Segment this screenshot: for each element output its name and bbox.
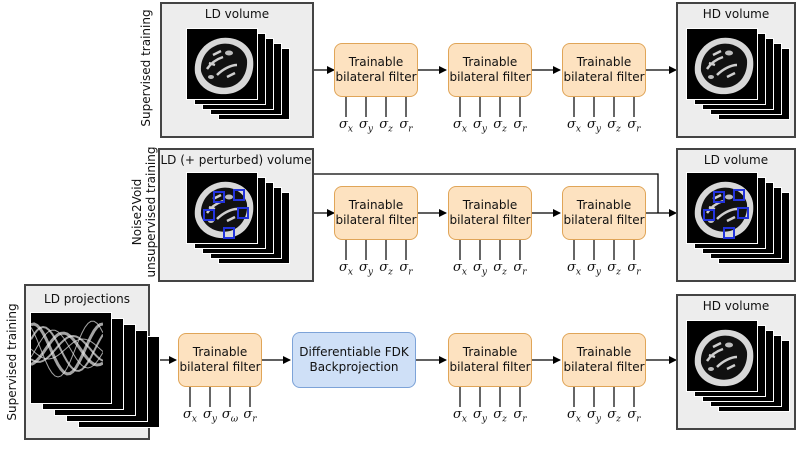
row3-filter-projection: Trainable bilateral filter <box>178 333 262 387</box>
param-label-sigma-x: σx <box>453 117 467 135</box>
param-label-sigma-x: σx <box>339 260 353 278</box>
fdk-backprojection-box: Differentiable FDK Backprojection <box>292 332 416 388</box>
param-label-sigma-y: σy <box>203 407 217 425</box>
param-label-sigma-z: σz <box>379 117 393 135</box>
param-label-sigma-y: σy <box>587 260 601 278</box>
param-label-sigma-z: σz <box>379 260 393 278</box>
param-label-sigma-y: σy <box>359 260 373 278</box>
param-label-sigma-r: σr <box>399 260 413 278</box>
ct-slice-image <box>686 320 758 392</box>
row1-label: Supervised training <box>139 9 153 127</box>
row1-filter-3: Trainable bilateral filter <box>562 43 646 97</box>
param-label-sigma-y: σy <box>473 117 487 135</box>
param-label-sigma-r: σr <box>513 117 527 135</box>
ct-slice-image <box>186 172 258 244</box>
row1-filter-1: Trainable bilateral filter <box>334 43 418 97</box>
row2-filter-1: Trainable bilateral filter <box>334 186 418 240</box>
param-label-sigma-r: σr <box>399 117 413 135</box>
row1-filter-2: Trainable bilateral filter <box>448 43 532 97</box>
row3-input-title: LD projections <box>44 292 130 306</box>
ct-slice-image <box>186 28 258 100</box>
ct-slice-image <box>686 172 758 244</box>
param-label-sigma-z: σz <box>607 407 621 425</box>
param-label-sigma-r: σr <box>627 117 641 135</box>
projection-image <box>30 312 112 404</box>
param-label-sigma-z: σz <box>493 407 507 425</box>
param-label-sigma-y: σy <box>359 117 373 135</box>
ct-slice-image <box>686 28 758 100</box>
param-label-sigma-z: σz <box>493 117 507 135</box>
param-label-sigma-x: σx <box>183 407 197 425</box>
param-label-sigma-z: σz <box>607 260 621 278</box>
param-label-sigma-ω: σω <box>221 407 239 425</box>
row3-output-panel: HD volume <box>676 294 796 430</box>
row2-filter-3: Trainable bilateral filter <box>562 186 646 240</box>
param-label-sigma-z: σz <box>493 260 507 278</box>
param-label-sigma-r: σr <box>513 407 527 425</box>
param-label-sigma-z: σz <box>607 117 621 135</box>
row1-output-panel: HD volume <box>676 2 796 138</box>
param-label-sigma-x: σx <box>453 260 467 278</box>
param-label-sigma-r: σr <box>513 260 527 278</box>
param-label-sigma-r: σr <box>243 407 257 425</box>
row3-input-panel: LD projections <box>24 284 160 440</box>
row1-input-panel: LD volume <box>160 2 314 138</box>
param-label-sigma-x: σx <box>339 117 353 135</box>
row2-input-title: LD (+ perturbed) volume <box>160 153 312 167</box>
param-label-sigma-r: σr <box>627 407 641 425</box>
row1-output-title: HD volume <box>702 7 770 21</box>
param-label-sigma-y: σy <box>587 117 601 135</box>
row3-filter-3: Trainable bilateral filter <box>562 333 646 387</box>
row3-filter-2: Trainable bilateral filter <box>448 333 532 387</box>
row2-output-panel: LD volume <box>676 148 796 282</box>
row3-label: Supervised training <box>5 303 19 421</box>
param-label-sigma-x: σx <box>567 260 581 278</box>
param-label-sigma-y: σy <box>473 260 487 278</box>
row1-input-title: LD volume <box>204 7 270 21</box>
row3-output-title: HD volume <box>702 299 770 313</box>
param-label-sigma-x: σx <box>453 407 467 425</box>
param-label-sigma-y: σy <box>473 407 487 425</box>
row2-filter-2: Trainable bilateral filter <box>448 186 532 240</box>
row2-output-title: LD volume <box>703 153 769 167</box>
param-label-sigma-x: σx <box>567 117 581 135</box>
param-label-sigma-r: σr <box>627 260 641 278</box>
param-label-sigma-x: σx <box>567 407 581 425</box>
row2-label: Noise2Void unsupervised training <box>130 146 158 278</box>
row2-input-panel: LD (+ perturbed) volume <box>158 148 314 282</box>
param-label-sigma-y: σy <box>587 407 601 425</box>
